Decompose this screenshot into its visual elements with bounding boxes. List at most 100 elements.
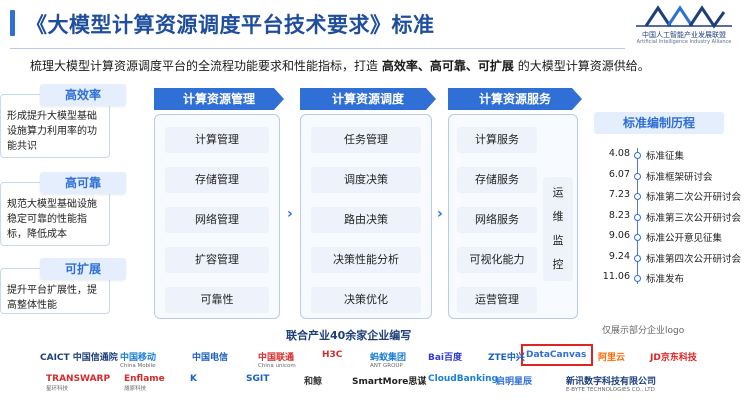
item-operations-management: 运营管理 <box>457 287 537 313</box>
item-scheduling-decision: 调度决策 <box>311 167 421 193</box>
feature-efficiency-tag: 高效率 <box>40 84 126 106</box>
item-storage-service: 存储服务 <box>457 167 537 193</box>
timeline-event: 4.08 标准征集 <box>592 148 750 162</box>
item-compute-management: 计算管理 <box>165 127 269 153</box>
partner-logo: ZTE中兴 <box>488 350 525 363</box>
timeline-dot-icon <box>634 193 641 200</box>
logo-cn-name: 中国人工智能产业发展联盟 <box>642 31 726 39</box>
timeline-date: 4.08 <box>608 148 630 159</box>
item-compute-service: 计算服务 <box>457 127 537 153</box>
partner-logo-name: ZTE中兴 <box>488 353 525 363</box>
timeline-dot-icon <box>634 152 641 159</box>
partner-logo-name: 中国电信 <box>192 353 229 363</box>
timeline-dot-icon <box>634 172 641 180</box>
partner-logo: Bai百度 <box>428 350 462 363</box>
item-network-service: 网络服务 <box>457 207 537 233</box>
timeline-dot-icon <box>634 213 641 221</box>
partner-logo-name: H3C <box>322 350 343 360</box>
partner-logo-name: Enflame <box>124 374 165 384</box>
partner-logo: CloudBanking <box>428 374 498 384</box>
partner-logo-subtitle: China unicom <box>258 363 296 369</box>
item-reliability: 可靠性 <box>165 287 269 313</box>
logo-en-name: Artificial Intelligence Industry Allianc… <box>636 39 732 45</box>
partner-logo: H3C <box>322 350 342 360</box>
timeline-event: 8.23 标准第三次公开研讨会 <box>592 210 750 224</box>
timeline-date: 11.06 <box>602 271 630 282</box>
column-resource-scheduling-header: 计算资源调度 <box>300 88 436 110</box>
timeline-event: 11.06 标准发布 <box>592 271 750 285</box>
ops-char: 监 <box>552 234 564 247</box>
partner-logo-name: K <box>190 374 197 384</box>
partner-logo-name: 阿里云 <box>598 353 626 363</box>
ops-char: 控 <box>552 258 564 271</box>
partner-logo-name: TRANSWARP <box>46 374 111 384</box>
aiia-logo-icon <box>636 5 732 29</box>
timeline-dot-icon <box>634 234 641 241</box>
partner-logo: TRANSWARP 星环科技 <box>46 374 110 392</box>
partner-logo-name: Bai百度 <box>428 353 463 363</box>
feature-scalability-desc: 提升平台扩展性，提高整体性能 <box>7 285 97 311</box>
feature-efficiency-desc: 形成提升大模型基础设施算力利用率的功能共识 <box>7 111 97 152</box>
header: 《大模型计算资源调度平台技术要求》标准 中国人工智能产业发展联盟 Artific… <box>0 0 750 49</box>
ops-char: 维 <box>552 210 564 223</box>
ops-monitoring-block: 运 维 监 控 <box>543 177 573 281</box>
partner-logo: 阿里云 <box>598 350 625 363</box>
column-resource-service-panel: 计算服务 存储服务 网络服务 可视化能力 运营管理 运 维 监 控 <box>448 114 578 319</box>
item-decision-performance-analysis: 决策性能分析 <box>311 247 421 273</box>
timeline-date: 9.24 <box>608 250 630 262</box>
feature-reliability-tag: 高可靠 <box>40 172 126 194</box>
partner-logo: 中国电信 <box>192 350 228 363</box>
subtitle-prefix: 梳理大模型计算资源调度平台的全流程功能要求和性能指标，打造 <box>30 59 379 73</box>
item-task-management: 任务管理 <box>311 127 421 153</box>
partner-logo: 启明星辰 <box>496 374 532 387</box>
item-routing-decision: 路由决策 <box>311 207 421 233</box>
partner-logo-name: SGIT <box>246 374 270 384</box>
partner-logo: DataCanvas <box>526 350 586 360</box>
datacanvas-highlight-box <box>521 344 593 366</box>
feature-reliability-desc: 规范大模型基础设施稳定可靠的性能指标，降低成本 <box>7 199 97 240</box>
partner-logo-name: 中国移动 <box>120 353 157 363</box>
partner-logo-name: JD京东科技 <box>650 353 697 363</box>
partner-logo-name: 中国联通 <box>258 353 295 363</box>
timeline-date: 6.07 <box>608 168 630 180</box>
partner-logo-subtitle: 星环科技 <box>46 386 69 392</box>
partner-logo: K <box>190 374 197 384</box>
timeline-label: 标准发布 <box>646 274 685 285</box>
partner-logo-name: CloudBanking <box>428 374 498 384</box>
column-resource-management-header: 计算资源管理 <box>154 88 284 110</box>
footer-title: 联合产业40余家企业编写 <box>286 329 412 342</box>
subtitle-bold: 高效率、高可靠、可扩展 <box>381 59 514 73</box>
title-accent-bar <box>10 10 15 36</box>
partner-logo-subtitle: E-BYTE TECHNOLOGIES CO., LTD <box>566 387 655 393</box>
timeline-label: 标准第三次公开研讨会 <box>646 212 742 224</box>
column-resource-management-panel: 计算管理 存储管理 网络管理 扩容管理 可靠性 <box>154 114 280 319</box>
partner-logo: 和鲸 <box>304 374 322 387</box>
timeline-date: 8.23 <box>608 209 630 221</box>
timeline-title: 标准编制历程 <box>594 112 724 134</box>
item-storage-management: 存储管理 <box>165 167 269 193</box>
item-network-management: 网络管理 <box>165 207 269 233</box>
partner-logo-name: 启明星辰 <box>496 377 533 387</box>
timeline-label: 标准征集 <box>646 151 685 162</box>
column-resource-scheduling-panel: 任务管理 调度决策 路由决策 决策性能分析 决策优化 <box>300 114 432 319</box>
partner-logo-name: 蚂蚁集团 <box>370 353 407 363</box>
timeline-event: 9.24 标准第四次公开研讨会 <box>592 251 750 265</box>
timeline-dot-icon <box>634 275 641 282</box>
timeline-label: 标准框架研讨会 <box>646 171 713 183</box>
title-underline <box>10 48 625 49</box>
partner-logo-subtitle: China Mobile <box>120 363 156 369</box>
partner-logo-name: 新讯数字科技有限公司 <box>566 377 657 387</box>
partner-logo-name: CAICT 中国信通院 <box>40 353 118 363</box>
timeline-dot-icon <box>634 254 641 262</box>
item-visualization: 可视化能力 <box>457 247 537 273</box>
feature-scalability-tag: 可扩展 <box>40 258 126 280</box>
timeline-label: 标准第二次公开研讨会 <box>646 192 742 203</box>
item-decision-optimization: 决策优化 <box>311 287 421 313</box>
timeline-label: 标准第四次公开研讨会 <box>646 253 742 265</box>
page-title: 《大模型计算资源调度平台技术要求》标准 <box>26 13 435 37</box>
